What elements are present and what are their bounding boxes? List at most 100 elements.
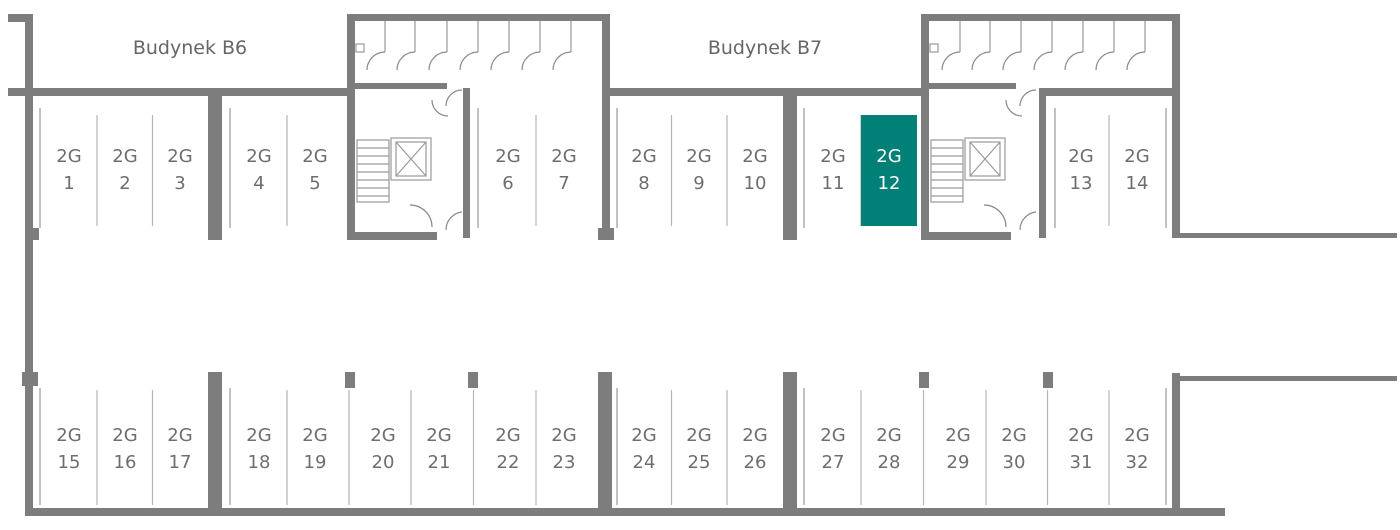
parking-spot-2[interactable]: 2G2 — [97, 115, 153, 226]
spot-area[interactable] — [727, 115, 783, 226]
spot-area[interactable] — [97, 390, 153, 505]
spot-area[interactable] — [231, 390, 287, 505]
spot-area[interactable] — [152, 115, 208, 226]
spot-area[interactable] — [1053, 390, 1109, 505]
spot-number: 27 — [822, 452, 845, 473]
spot-number: 19 — [304, 452, 327, 473]
spot-area[interactable] — [536, 115, 592, 226]
spot-number: 14 — [1126, 173, 1149, 194]
spot-area[interactable] — [480, 115, 536, 226]
spot-area[interactable] — [355, 390, 411, 505]
spot-area[interactable] — [480, 390, 536, 505]
spot-area[interactable] — [152, 390, 208, 505]
spot-number: 6 — [502, 173, 513, 194]
spot-number: 16 — [114, 452, 137, 473]
spot-number: 9 — [693, 173, 704, 194]
parking-spot-8[interactable]: 2G8 — [616, 115, 672, 226]
spot-area[interactable] — [727, 390, 783, 505]
spot-area[interactable] — [986, 390, 1042, 505]
spot-number: 7 — [558, 173, 569, 194]
parking-spot-5[interactable]: 2G5 — [287, 115, 343, 226]
spot-area[interactable] — [861, 390, 917, 505]
spot-prefix: 2G — [302, 146, 327, 167]
spot-prefix: 2G — [631, 146, 656, 167]
spot-number: 5 — [309, 173, 320, 194]
spot-area[interactable] — [616, 390, 672, 505]
spot-area[interactable] — [1109, 390, 1165, 505]
spot-prefix: 2G — [495, 146, 520, 167]
parking-spot-9[interactable]: 2G9 — [671, 115, 727, 226]
spot-prefix: 2G — [686, 146, 711, 167]
spot-area[interactable] — [616, 115, 672, 226]
spot-area[interactable] — [930, 390, 986, 505]
spot-prefix: 2G — [370, 425, 395, 446]
parking-spot-3[interactable]: 2G3 — [152, 115, 208, 226]
spot-prefix: 2G — [820, 146, 845, 167]
spot-prefix: 2G — [495, 425, 520, 446]
selected-spot-highlight[interactable] — [861, 115, 917, 226]
spot-number: 12 — [878, 173, 901, 194]
building-label-b7: Budynek B7 — [708, 37, 822, 59]
spot-number: 15 — [58, 452, 81, 473]
building-label-b6: Budynek B6 — [133, 37, 247, 59]
spot-area[interactable] — [97, 115, 153, 226]
spot-number: 21 — [428, 452, 451, 473]
spot-area[interactable] — [671, 390, 727, 505]
spot-area[interactable] — [1053, 115, 1109, 226]
parking-spot-6[interactable]: 2G6 — [480, 115, 536, 226]
spot-area[interactable] — [287, 390, 343, 505]
parking-spot-7[interactable]: 2G7 — [536, 115, 592, 226]
spot-number: 1 — [63, 173, 74, 194]
spot-area[interactable] — [536, 390, 592, 505]
spot-area[interactable] — [41, 390, 97, 505]
spot-prefix: 2G — [302, 425, 327, 446]
parking-spot-4[interactable]: 2G4 — [231, 115, 287, 226]
spot-prefix: 2G — [1068, 425, 1093, 446]
spot-number: 28 — [878, 452, 901, 473]
spot-area[interactable] — [231, 115, 287, 226]
spot-prefix: 2G — [551, 146, 576, 167]
parking-spots: 2G12G22G32G42G52G62G72G82G92G102G112G122… — [41, 115, 1165, 505]
spot-area[interactable] — [1109, 115, 1165, 226]
spot-area[interactable] — [411, 390, 467, 505]
spot-prefix: 2G — [551, 425, 576, 446]
spot-number: 20 — [372, 452, 395, 473]
spot-area[interactable] — [671, 115, 727, 226]
parking-spot-1[interactable]: 2G1 — [41, 115, 97, 226]
spot-area[interactable] — [41, 115, 97, 226]
spot-area[interactable] — [805, 115, 861, 226]
toilet-block-b7 — [929, 21, 1146, 71]
spot-prefix: 2G — [820, 425, 845, 446]
spot-prefix: 2G — [167, 425, 192, 446]
spot-prefix: 2G — [56, 425, 81, 446]
spot-area[interactable] — [287, 115, 343, 226]
spot-number: 3 — [174, 173, 185, 194]
spot-area[interactable] — [805, 390, 861, 505]
spot-prefix: 2G — [631, 425, 656, 446]
spot-prefix: 2G — [742, 425, 767, 446]
